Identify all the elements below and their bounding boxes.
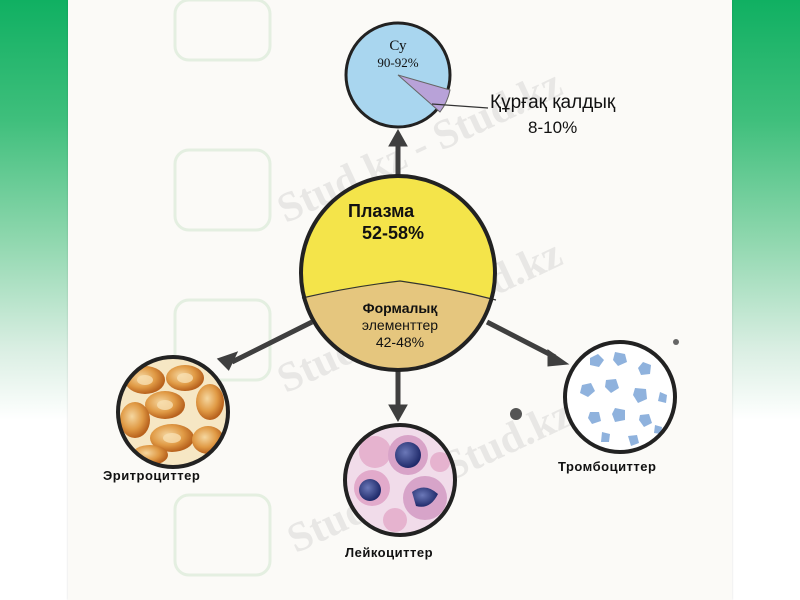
erythrocytes-circle: [116, 355, 230, 469]
thrombocytes-circle: [563, 340, 677, 454]
water-name: Су: [389, 38, 407, 54]
formed-elements-line2: элементтер: [361, 317, 439, 333]
blood-circle: [299, 174, 497, 372]
logo-watermark: [173, 0, 272, 577]
arrows: [216, 128, 570, 423]
formed-elements-percent: 42-48%: [375, 334, 425, 350]
dry-matter-name: Құрғақ қалдық: [490, 92, 616, 113]
dry-matter-label: Құрғақ қалдық 8-10%: [490, 92, 615, 138]
water-label: Су 90-92%: [375, 38, 421, 71]
plasma-name: Плазма: [348, 201, 415, 221]
thrombocytes-label: Тромбоциттер: [558, 459, 657, 474]
plasma-percent: 52-58%: [362, 223, 425, 243]
formed-elements-label: Формалық элементтер 42-48%: [340, 300, 460, 351]
erythrocytes-label: Эритроциттер: [103, 468, 201, 483]
water-percent: 90-92%: [377, 55, 419, 70]
speck: [673, 339, 679, 345]
leukocytes-label: Лейкоциттер: [345, 545, 434, 560]
speck: [510, 408, 522, 420]
formed-elements-line1: Формалық: [362, 300, 438, 316]
leukocytes-circle: [343, 423, 457, 537]
dry-matter-percent: 8-10%: [528, 118, 578, 137]
water-circle: [344, 21, 489, 129]
ripple-decoration: [741, 421, 795, 455]
plasma-label: Плазма 52-58%: [348, 200, 424, 244]
